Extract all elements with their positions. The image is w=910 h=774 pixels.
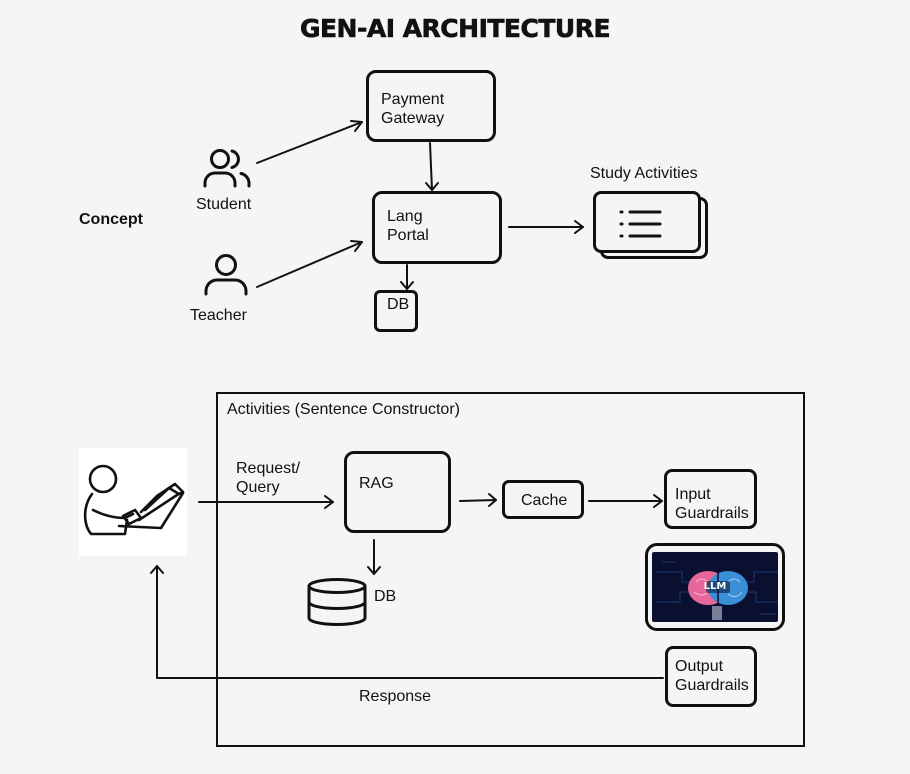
activities-frame [216, 392, 805, 747]
lang-portal-box[interactable]: Lang Portal [372, 191, 502, 264]
llm-box[interactable]: LLM [645, 543, 785, 631]
llm-image: LLM [652, 552, 778, 622]
arrow-response-user [156, 565, 664, 679]
payment-gateway-box[interactable]: Payment Gateway [366, 70, 496, 142]
arrow-student-payment [256, 121, 363, 164]
study-activities-card[interactable] [593, 191, 701, 253]
study-activities-label: Study Activities [590, 165, 698, 182]
rag-box[interactable]: RAG [344, 451, 451, 533]
llm-label: LLM [703, 581, 727, 592]
list-icon [619, 210, 662, 238]
response-label: Response [359, 688, 432, 705]
rag-db-label: DB [374, 588, 397, 605]
input-guardrails-box[interactable]: Input Guardrails [664, 469, 757, 529]
cache-box[interactable]: Cache [502, 480, 584, 519]
request-label: Request/ Query [236, 460, 301, 496]
page-title: GEN-AI ARCHITECTURE [299, 14, 611, 44]
portal-db-box[interactable]: DB [374, 290, 418, 332]
teacher-label: Teacher [190, 307, 247, 324]
concept-label: Concept [79, 211, 143, 228]
arrow-teacher-portal [256, 241, 363, 288]
user-icon [204, 254, 248, 296]
database-icon [307, 578, 367, 626]
user-panel[interactable] [79, 448, 187, 556]
student-label: Student [196, 196, 252, 213]
brain-icon [656, 561, 778, 620]
users-icon [203, 149, 251, 188]
arrow-rag-cache [459, 499, 497, 502]
person-laptop-icon [83, 464, 185, 536]
activities-frame-title: Activities (Sentence Constructor) [227, 401, 460, 418]
arrow-payment-portal [429, 142, 433, 191]
output-guardrails-box[interactable]: Output Guardrails [665, 646, 757, 707]
